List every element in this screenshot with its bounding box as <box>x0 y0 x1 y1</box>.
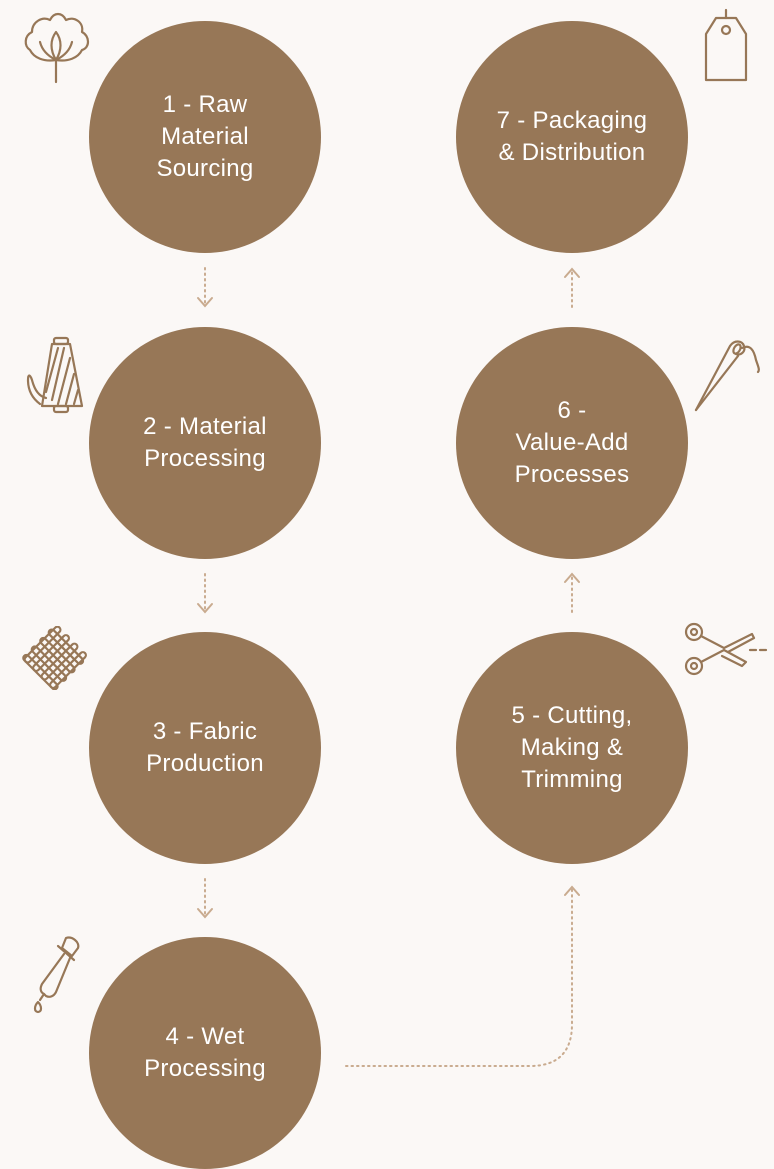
step-cutting-making-trimming: 5 - Cutting, Making & Trimming <box>456 632 688 864</box>
step-material-processing: 2 - Material Processing <box>89 327 321 559</box>
connector-arrow-3-4 <box>197 878 213 919</box>
connector-arrow-6-7 <box>564 267 580 308</box>
dropper-icon <box>28 934 84 1014</box>
step-packaging-distribution: 7 - Packaging & Distribution <box>456 21 688 253</box>
scissors-icon <box>680 620 770 680</box>
step-label: 7 - Packaging & Distribution <box>496 107 648 166</box>
connector-arrow-4-5 <box>345 885 580 1067</box>
price-tag-icon <box>702 8 750 84</box>
step-wet-processing: 4 - Wet Processing <box>89 937 321 1169</box>
thread-spool-icon <box>24 334 90 416</box>
woven-fabric-icon <box>22 626 90 690</box>
step-fabric-production: 3 - Fabric Production <box>89 632 321 864</box>
connector-arrow-1-2 <box>197 267 213 308</box>
connector-arrow-5-6 <box>564 572 580 613</box>
step-label: 2 - Material Processing <box>143 413 267 472</box>
step-label: 1 - Raw Material Sourcing <box>156 91 254 182</box>
cotton-plant-icon <box>20 10 92 84</box>
connector-arrow-2-3 <box>197 573 213 614</box>
step-label: 5 - Cutting, Making & Trimming <box>511 702 633 793</box>
step-value-add-processes: 6 - Value-Add Processes <box>456 327 688 559</box>
step-raw-material-sourcing: 1 - Raw Material Sourcing <box>89 21 321 253</box>
step-label: 3 - Fabric Production <box>146 718 264 777</box>
sewing-needle-icon <box>690 336 760 414</box>
step-label: 4 - Wet Processing <box>144 1023 266 1082</box>
step-label: 6 - Value-Add Processes <box>514 397 630 488</box>
